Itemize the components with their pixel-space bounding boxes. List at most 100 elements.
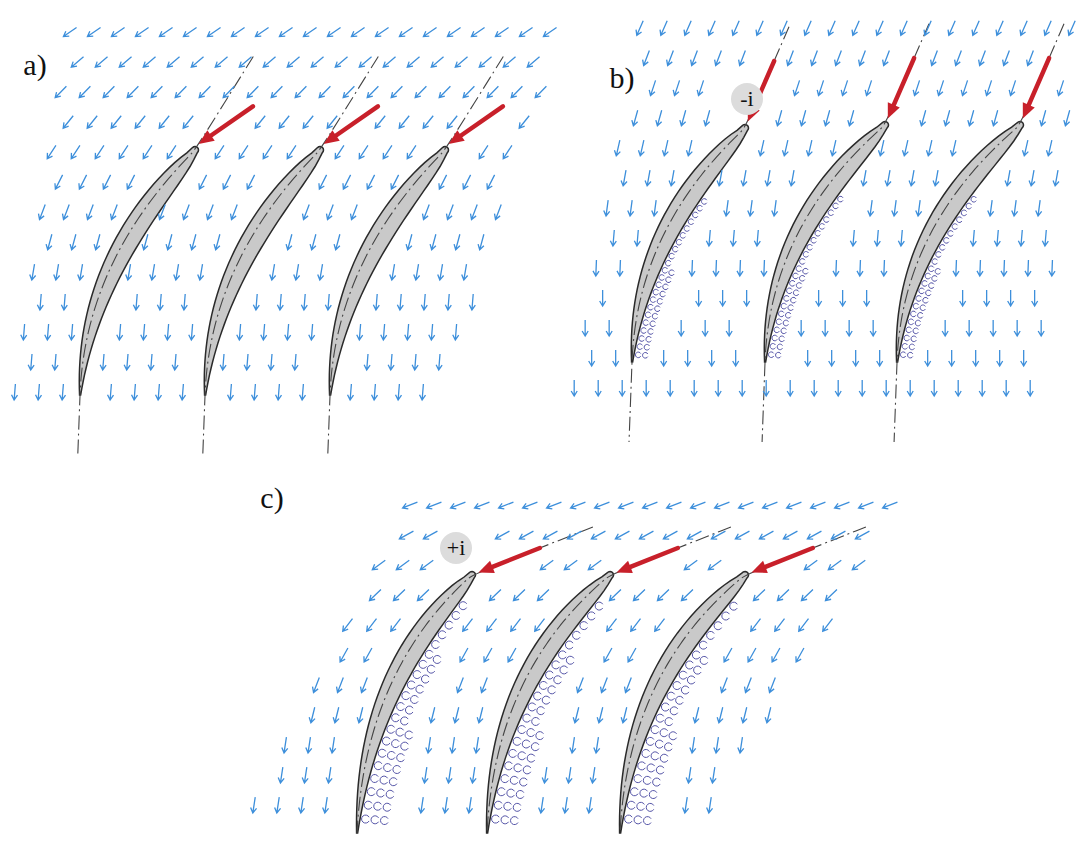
flow-vector xyxy=(573,707,579,723)
flow-vector xyxy=(590,767,596,783)
flow-vector xyxy=(892,200,898,216)
flow-vector xyxy=(804,21,811,36)
vortex xyxy=(702,199,707,205)
flow-vector xyxy=(953,260,959,276)
vortex xyxy=(362,815,370,823)
flow-vector xyxy=(732,21,739,36)
vortex xyxy=(627,801,635,809)
vortex xyxy=(961,210,966,216)
flow-vector xyxy=(142,234,148,249)
vortex xyxy=(497,788,505,796)
vortex xyxy=(676,696,684,704)
flow-vector xyxy=(649,80,655,95)
flow-vector xyxy=(673,80,679,95)
flow-vector xyxy=(667,380,673,396)
vortex xyxy=(511,817,519,825)
vortex xyxy=(513,737,521,745)
vortex xyxy=(676,239,681,245)
flow-vector xyxy=(535,619,545,632)
vortex xyxy=(936,252,941,258)
flow-vector xyxy=(741,707,747,723)
flow-vector xyxy=(357,707,363,723)
flow-vector xyxy=(133,294,139,310)
vortex xyxy=(920,305,925,311)
vortex xyxy=(542,696,550,704)
flow-vector xyxy=(340,648,348,662)
flow-vector xyxy=(711,531,725,539)
flow-vector xyxy=(1064,110,1070,125)
flow-vector xyxy=(453,324,459,340)
vortex xyxy=(971,196,976,202)
vortex xyxy=(656,282,661,288)
flow-vector xyxy=(467,797,473,813)
vortex xyxy=(419,660,427,668)
vortex xyxy=(528,703,536,711)
flow-vector xyxy=(367,86,378,97)
flow-vector xyxy=(423,116,433,128)
vortex xyxy=(644,817,652,825)
flow-vector xyxy=(859,51,866,66)
flow-vector xyxy=(303,27,316,36)
flow-vector xyxy=(275,797,281,813)
flow-vector xyxy=(913,80,919,95)
inlet-arrowhead xyxy=(752,561,768,573)
vortex xyxy=(393,766,401,774)
vortex xyxy=(518,726,526,734)
vortex xyxy=(779,336,784,342)
flow-vector xyxy=(1025,260,1031,276)
flow-vector xyxy=(369,589,380,600)
flow-vector xyxy=(1032,290,1038,306)
flow-vector xyxy=(756,21,763,36)
vortex xyxy=(663,284,668,290)
vortex xyxy=(913,328,918,334)
flow-vector xyxy=(759,531,773,539)
flow-vector xyxy=(708,560,721,569)
flow-vector xyxy=(687,531,701,539)
flow-vector xyxy=(309,324,315,340)
vortex xyxy=(770,343,775,349)
inlet-arrow xyxy=(894,58,914,105)
vortex xyxy=(944,238,949,244)
flow-vector xyxy=(279,116,289,128)
flow-vector xyxy=(301,294,307,310)
vortex xyxy=(925,273,930,279)
flow-vector xyxy=(970,230,976,246)
flow-vector xyxy=(463,86,474,97)
vortex xyxy=(781,328,786,334)
vortex xyxy=(427,665,435,673)
flow-vector xyxy=(997,350,1003,366)
flow-vector xyxy=(968,110,974,125)
flow-vector xyxy=(543,27,556,36)
vortex xyxy=(625,815,633,823)
flow-vector xyxy=(669,170,675,186)
flow-vector xyxy=(852,560,865,569)
vortex xyxy=(679,671,687,679)
vortex xyxy=(908,319,913,325)
flow-vector xyxy=(412,354,418,370)
separation-vortices xyxy=(362,196,977,824)
flow-vector xyxy=(405,324,411,340)
flow-vector xyxy=(681,589,692,600)
flow-vector xyxy=(367,175,375,189)
flow-vector xyxy=(739,51,746,66)
flow-vector xyxy=(513,589,524,600)
flow-vector xyxy=(741,170,747,186)
flow-vector xyxy=(684,560,697,569)
vortex xyxy=(661,703,669,711)
inlet-arrow xyxy=(461,106,503,135)
flow-vector xyxy=(868,200,874,216)
flow-vector xyxy=(475,502,490,509)
vortex xyxy=(669,253,674,259)
flow-vector xyxy=(180,384,186,400)
flow-vector xyxy=(199,86,210,97)
flow-vector xyxy=(721,678,728,693)
flow-vector xyxy=(636,21,643,36)
vortex xyxy=(681,686,689,694)
vortex xyxy=(815,230,820,236)
vortex xyxy=(374,802,382,810)
flow-vector xyxy=(159,27,172,36)
flow-vector xyxy=(1003,380,1009,396)
vortex xyxy=(387,751,395,759)
flow-vector xyxy=(614,140,620,156)
